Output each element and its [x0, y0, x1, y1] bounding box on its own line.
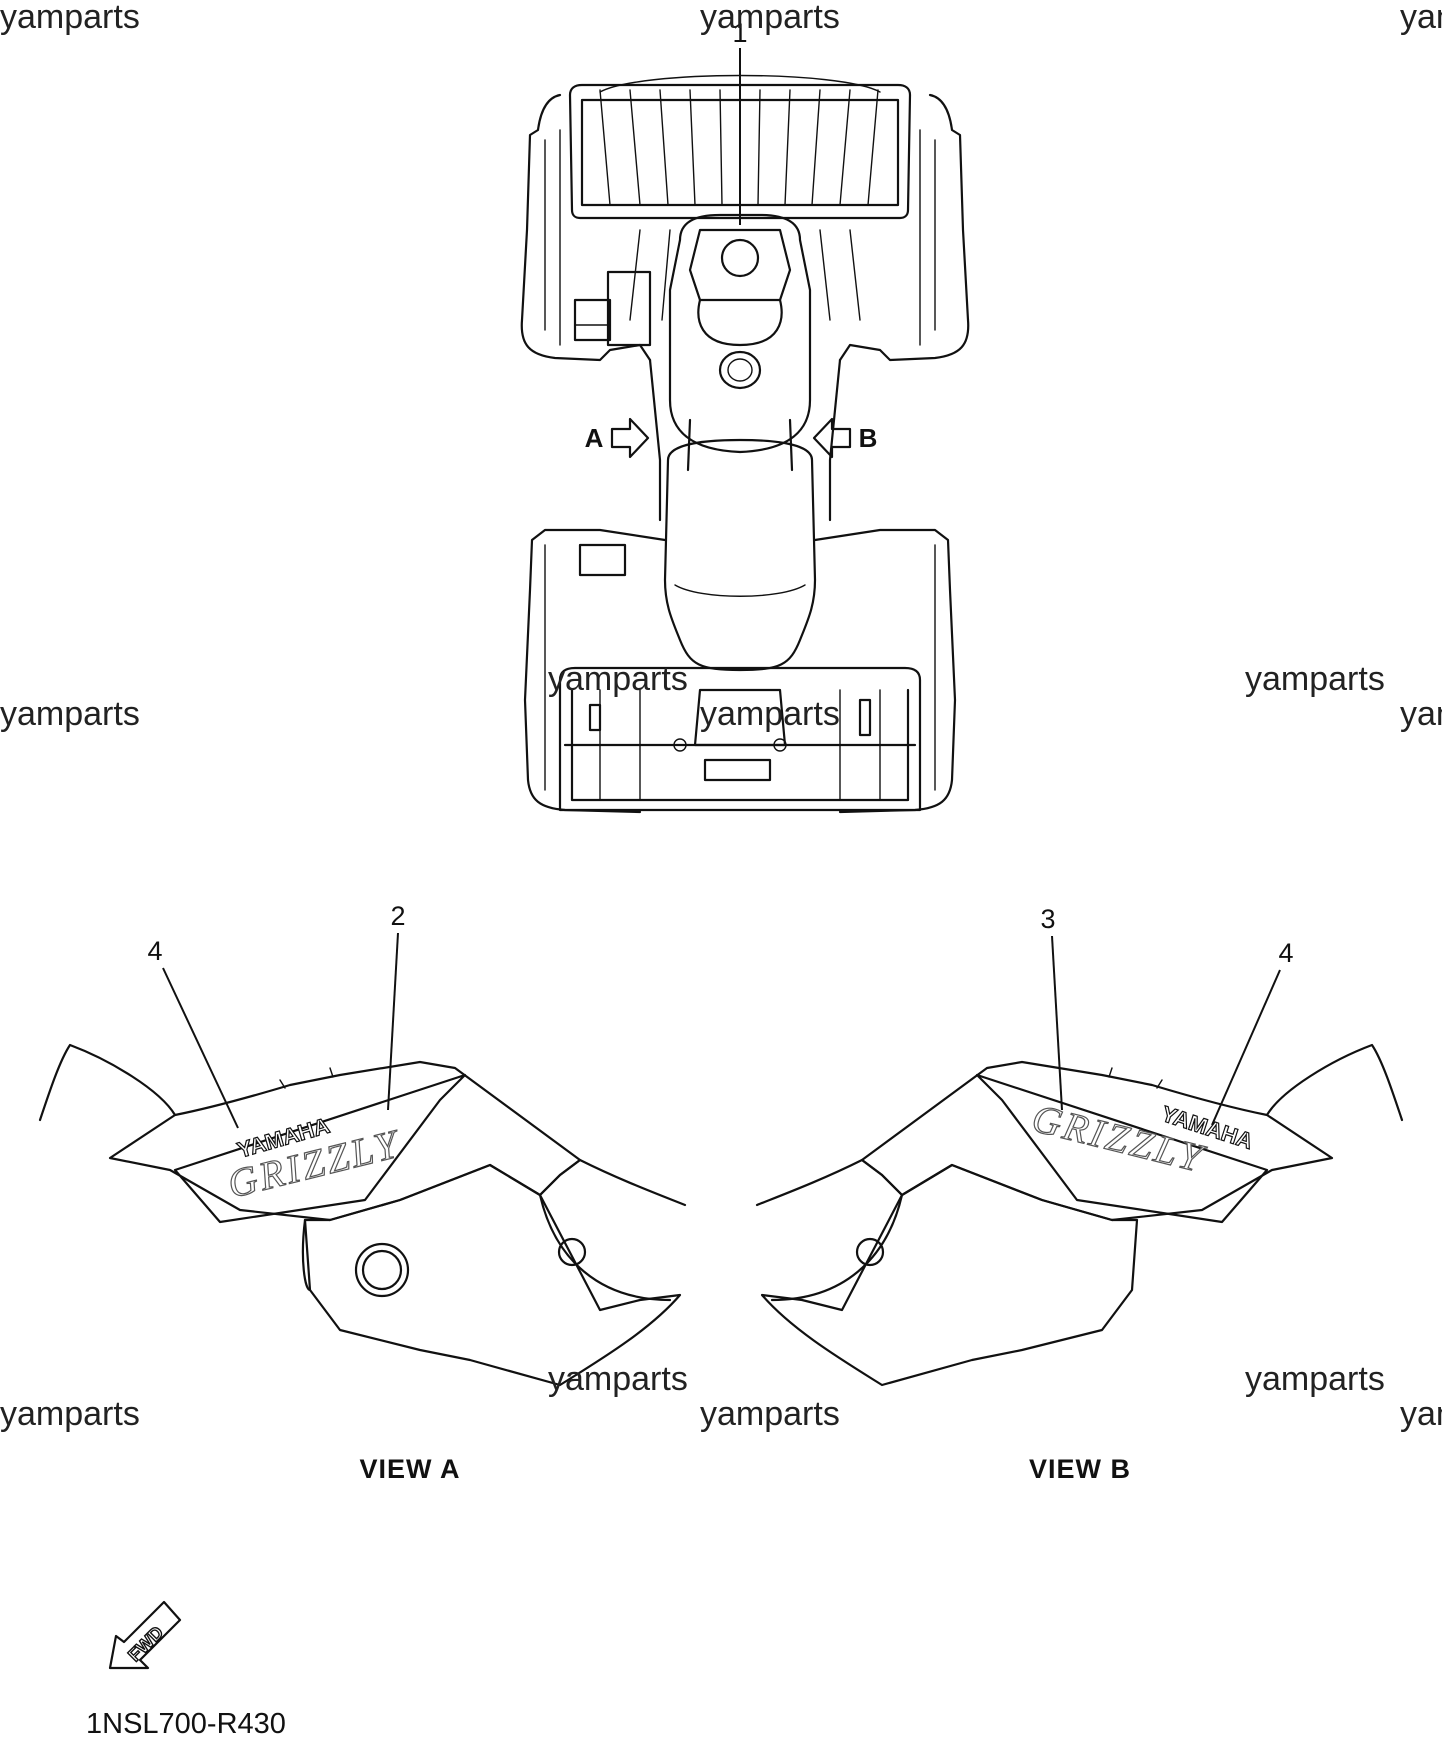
watermark: yamparts	[1245, 1360, 1385, 1398]
callout-2-leader	[387, 932, 399, 1111]
watermark: yam	[1400, 1395, 1442, 1433]
callout-4-left: 4	[147, 936, 239, 1129]
view-b-label: VIEW B	[1029, 1454, 1131, 1484]
callout-3: 3	[1040, 904, 1063, 1111]
watermark: yamparts	[1245, 660, 1385, 698]
callout-1: 1	[732, 18, 748, 225]
watermark: yamparts	[548, 1360, 688, 1398]
view-arrow-a-label: A	[585, 423, 604, 453]
view-arrow-a: A	[585, 417, 650, 459]
arrow-left-icon	[812, 417, 852, 459]
atv-top-view	[520, 74, 970, 814]
callout-4-right-leader	[1211, 969, 1281, 1126]
view-a-drawing: YAMAHA GRIZZLY	[38, 1043, 687, 1387]
callout-2: 2	[387, 901, 406, 1111]
watermark: yamparts	[548, 660, 688, 698]
callout-4-left-label: 4	[147, 936, 162, 966]
watermark: yamparts	[700, 1395, 840, 1433]
view-b-drawing	[755, 1043, 1404, 1387]
watermark: yamparts	[0, 0, 140, 36]
callout-4-left-leader	[162, 967, 239, 1129]
watermark: yamparts	[0, 695, 140, 733]
watermark: yamparts	[700, 695, 840, 733]
callout-4-right-label: 4	[1278, 938, 1293, 968]
callout-1-label: 1	[732, 18, 747, 48]
watermark: yamparts	[700, 0, 840, 36]
view-a-label: VIEW A	[359, 1454, 460, 1484]
watermark: yamparts	[0, 1395, 140, 1433]
view-arrow-b-label: B	[859, 423, 878, 453]
callout-3-label: 3	[1040, 904, 1055, 934]
callout-4-right: 4	[1211, 938, 1294, 1126]
fwd-arrow-icon	[108, 1600, 182, 1670]
watermark: yam	[1400, 695, 1442, 733]
callout-2-label: 2	[390, 901, 405, 931]
callout-3-leader	[1051, 935, 1063, 1111]
fwd-arrow: FWD	[108, 1600, 182, 1670]
watermarks: yamparts yamparts yam yamparts yamparts …	[0, 0, 1442, 1433]
part-code: 1NSL700-R430	[86, 1708, 286, 1740]
view-arrow-b: B	[812, 417, 878, 459]
fwd-label: FWD	[124, 1622, 167, 1665]
arrow-right-icon	[610, 417, 650, 459]
watermark: yam	[1400, 0, 1442, 36]
